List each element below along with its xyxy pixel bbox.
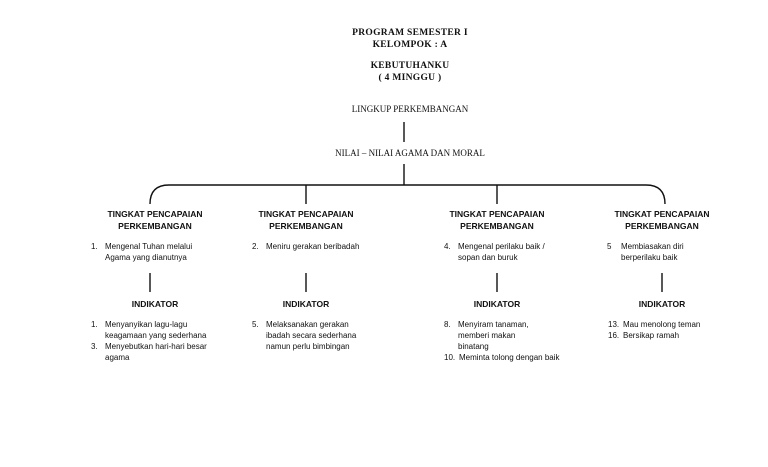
- item-number: 16.: [608, 331, 620, 340]
- col4-title-line2: PERKEMBANGAN: [625, 221, 699, 231]
- col3-achievements: 4. Mengenal perilaku baik / sopan dan bu…: [444, 241, 549, 263]
- col1-achievements: 1. Mengenal Tuhan melalui Agama yang dia…: [91, 241, 211, 263]
- item-text: Meminta tolong dengan baik: [459, 353, 560, 362]
- col4-indicators: 13. Mau menolong teman 16. Bersikap rama…: [608, 319, 718, 341]
- col3-indicators: 8. Menyiram tanaman, memberi makan binat…: [444, 319, 568, 363]
- col1-title-line2: PERKEMBANGAN: [118, 221, 192, 231]
- col1-indicators: 1. Menyanyikan lagu-lagu keagamaan yang …: [91, 319, 219, 363]
- program-header: PROGRAM SEMESTER I KELOMPOK : A KEBUTUHA…: [300, 27, 520, 84]
- col3-title-line1: TINGKAT PENCAPAIAN: [449, 209, 545, 219]
- col3-title-line2: PERKEMBANGAN: [460, 221, 534, 231]
- item-text: Melaksanakan gerakan ibadah secara seder…: [266, 320, 357, 351]
- item-number: 3.: [91, 342, 98, 351]
- col4-title-line1: TINGKAT PENCAPAIAN: [614, 209, 710, 219]
- header-line-1: PROGRAM SEMESTER I: [352, 28, 468, 38]
- col2-title: TINGKAT PENCAPAIAN PERKEMBANGAN: [231, 208, 381, 232]
- item-number: 1.: [91, 320, 98, 329]
- item-text: Mengenal Tuhan melalui Agama yang dianut…: [105, 242, 193, 262]
- header-line-2: KELOMPOK : A: [372, 40, 448, 50]
- item-text: Menyanyikan lagu-lagu keagamaan yang sed…: [105, 320, 207, 340]
- item-number: 13.: [608, 320, 620, 329]
- col1-indicator-item: 1. Menyanyikan lagu-lagu keagamaan yang …: [91, 319, 219, 341]
- col4-indicator-title: INDIKATOR: [638, 299, 686, 309]
- item-text: Mau menolong teman: [623, 320, 701, 329]
- item-text: Mengenal perilaku baik / sopan dan buruk: [458, 242, 545, 262]
- item-number: 8.: [444, 320, 451, 329]
- col3-indicator-title: INDIKATOR: [473, 299, 521, 309]
- col4-achievement-item: 5 Membiasakan diri berperilaku baik: [607, 241, 707, 263]
- col2-title-line2: PERKEMBANGAN: [269, 221, 343, 231]
- col1-achievement-item: 1. Mengenal Tuhan melalui Agama yang dia…: [91, 241, 211, 263]
- col4-achievements: 5 Membiasakan diri berperilaku baik: [607, 241, 707, 263]
- col2-indicators: 5. Melaksanakan gerakan ibadah secara se…: [252, 319, 360, 352]
- scope-label: LINGKUP PERKEMBANGAN: [351, 104, 469, 114]
- domain-label: NILAI – NILAI AGAMA DAN MORAL: [335, 148, 485, 158]
- item-number: 5.: [252, 320, 259, 329]
- col3-achievement-item: 4. Mengenal perilaku baik / sopan dan bu…: [444, 241, 549, 263]
- item-number: 5: [607, 242, 612, 251]
- col4-indicator-item: 13. Mau menolong teman: [608, 319, 718, 330]
- item-text: Menyiram tanaman, memberi makan binatang: [458, 320, 529, 351]
- col1-indicator-item: 3. Menyebutkan hari-hari besar agama: [91, 341, 219, 363]
- branch-bar: [149, 184, 666, 205]
- col2-achievement-item: 2. Meniru gerakan beribadah: [252, 241, 377, 252]
- col1-indicator-title: INDIKATOR: [131, 299, 179, 309]
- header-line-4: ( 4 MINGGU ): [378, 73, 442, 83]
- item-text: Menyebutkan hari-hari besar agama: [105, 342, 207, 362]
- item-number: 2.: [252, 242, 259, 251]
- col2-indicator-title: INDIKATOR: [282, 299, 330, 309]
- item-number: 10.: [444, 353, 456, 362]
- col3-title: TINGKAT PENCAPAIAN PERKEMBANGAN: [422, 208, 572, 232]
- col1-title: TINGKAT PENCAPAIAN PERKEMBANGAN: [80, 208, 230, 232]
- item-text: Bersikap ramah: [623, 331, 680, 340]
- col2-indicator-item: 5. Melaksanakan gerakan ibadah secara se…: [252, 319, 360, 352]
- item-text: Meniru gerakan beribadah: [266, 242, 360, 251]
- col1-title-line1: TINGKAT PENCAPAIAN: [107, 209, 203, 219]
- item-text: Membiasakan diri berperilaku baik: [621, 242, 684, 262]
- col4-title: TINGKAT PENCAPAIAN PERKEMBANGAN: [587, 208, 737, 232]
- col3-indicator-item: 10. Meminta tolong dengan baik: [444, 352, 568, 363]
- col3-indicator-item: 8. Menyiram tanaman, memberi makan binat…: [444, 319, 568, 352]
- header-line-3: KEBUTUHANKU: [370, 61, 450, 71]
- col2-achievements: 2. Meniru gerakan beribadah: [252, 241, 377, 252]
- col4-indicator-item: 16. Bersikap ramah: [608, 330, 718, 341]
- item-number: 1.: [91, 242, 98, 251]
- col2-title-line1: TINGKAT PENCAPAIAN: [258, 209, 354, 219]
- item-number: 4.: [444, 242, 451, 251]
